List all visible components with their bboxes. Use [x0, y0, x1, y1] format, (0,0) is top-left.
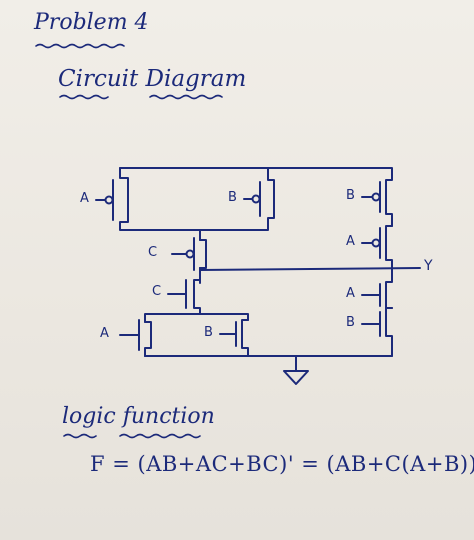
output-node-wire [199, 267, 421, 271]
output-y-label: Y [424, 258, 433, 274]
nmos-a-right-label: A [346, 286, 355, 301]
pmos-a-right [361, 225, 393, 269]
nmos-c-label: C [152, 284, 162, 299]
section-label: logic function [62, 404, 215, 429]
ground-icon [283, 370, 309, 385]
nmos-a-left-label: A [100, 326, 109, 341]
pmos-a-right-label: A [346, 234, 355, 249]
page-subheading: Circuit Diagram [58, 66, 247, 92]
pmos-b-right-label: B [346, 188, 355, 203]
page-heading: Problem 4 [34, 10, 149, 35]
nmos-b-right [361, 307, 393, 357]
pmos-b-right [361, 174, 393, 227]
pullup-top-rail [119, 167, 393, 176]
ground-rail [144, 355, 393, 371]
nmos-a-right [361, 267, 393, 309]
nmos-b-right-label: B [346, 315, 355, 330]
logic-equation: F = (AB+AC+BC)' = (AB+C(A+B))' [90, 452, 474, 476]
pmos-b-middle [199, 167, 275, 231]
pmos-a-left-label: A [80, 191, 89, 206]
pmos-a-left [95, 167, 201, 241]
nmos-a-left [119, 319, 152, 357]
pmos-c-label: C [148, 245, 158, 260]
nmos-b-middle [144, 319, 249, 357]
nmos-ab-wiring [144, 313, 249, 323]
heading-underline [35, 43, 125, 49]
section-underline [63, 433, 201, 439]
nmos-b-middle-label: B [204, 325, 213, 340]
nmos-c [167, 267, 201, 315]
pmos-b-middle-label: B [228, 190, 237, 205]
subheading-underline [59, 94, 223, 100]
